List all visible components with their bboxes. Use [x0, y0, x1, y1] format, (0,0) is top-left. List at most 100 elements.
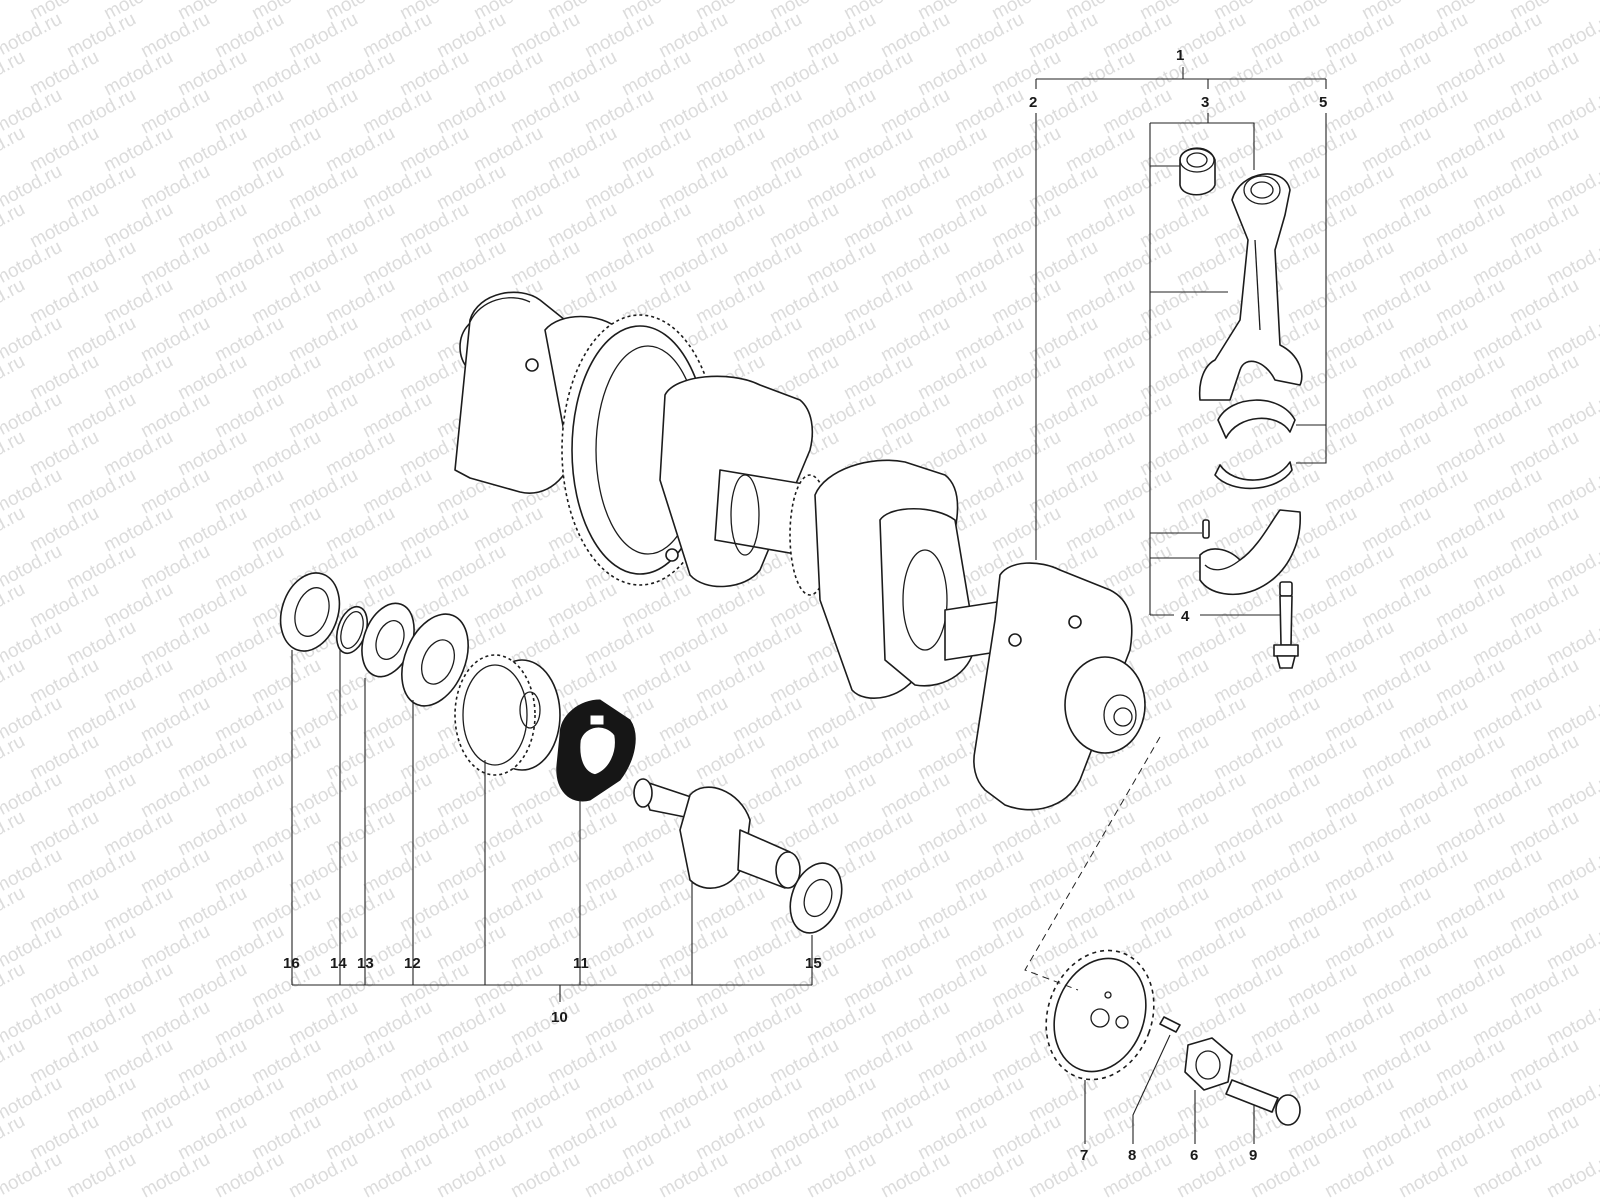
watermark-text: motod.ru: [1025, 9, 1101, 63]
watermark-text: motod.ru: [1506, 655, 1582, 709]
watermark-text: motod.ru: [1321, 465, 1397, 519]
watermark-text: motod.ru: [433, 237, 509, 291]
watermark-text: motod.ru: [988, 883, 1064, 937]
watermark-text: motod.ru: [507, 161, 583, 215]
watermark-text: motod.ru: [100, 47, 176, 101]
watermark-text: motod.ru: [1469, 769, 1545, 823]
watermark-text: motod.ru: [1432, 123, 1508, 177]
watermark-text: motod.ru: [1099, 465, 1175, 519]
watermark-text: motod.ru: [137, 1149, 213, 1200]
watermark-text: motod.ru: [0, 807, 29, 861]
watermark-text: motod.ru: [285, 769, 361, 823]
watermark-text: motod.ru: [1395, 997, 1471, 1051]
watermark-text: motod.ru: [1321, 1073, 1397, 1127]
watermark-text: motod.ru: [840, 123, 916, 177]
watermark-text: motod.ru: [26, 427, 102, 481]
watermark-text: motod.ru: [63, 997, 139, 1051]
watermark-text: motod.ru: [1173, 1149, 1249, 1200]
watermark-text: motod.ru: [1358, 123, 1434, 177]
watermark-text: motod.ru: [63, 541, 139, 595]
watermark-text: motod.ru: [729, 921, 805, 975]
watermark-text: motod.ru: [951, 465, 1027, 519]
callout-2: 2: [1029, 94, 1037, 111]
watermark-text: motod.ru: [174, 1035, 250, 1089]
watermark-text: motod.ru: [396, 503, 472, 557]
watermark-text: motod.ru: [1506, 275, 1582, 329]
watermark-text: motod.ru: [1173, 85, 1249, 139]
watermark-text: motod.ru: [1136, 883, 1212, 937]
watermark-text: motod.ru: [211, 769, 287, 823]
watermark-text: motod.ru: [26, 579, 102, 633]
watermark-text: motod.ru: [174, 199, 250, 253]
watermark-text: motod.ru: [1062, 883, 1138, 937]
watermark-text: motod.ru: [1284, 959, 1360, 1013]
watermark-text: motod.ru: [951, 845, 1027, 899]
watermark-text: motod.ru: [63, 1149, 139, 1200]
callout-13: 13: [357, 955, 374, 972]
watermark-text: motod.ru: [877, 9, 953, 63]
watermark-text: motod.ru: [211, 389, 287, 443]
watermark-text: motod.ru: [1395, 769, 1471, 823]
watermark-text: motod.ru: [1358, 503, 1434, 557]
watermark-text: motod.ru: [1247, 997, 1323, 1051]
callout-5: 5: [1319, 94, 1327, 111]
watermark-text: motod.ru: [211, 1073, 287, 1127]
callout-16: 16: [283, 955, 300, 972]
watermark-text: motod.ru: [1173, 693, 1249, 747]
watermark-text: motod.ru: [544, 47, 620, 101]
watermark-text: motod.ru: [1284, 275, 1360, 329]
watermark-text: motod.ru: [470, 503, 546, 557]
watermark-text: motod.ru: [470, 123, 546, 177]
watermark-text: motod.ru: [470, 579, 546, 633]
watermark-text: motod.ru: [174, 655, 250, 709]
watermark-text: motod.ru: [1321, 845, 1397, 899]
watermark-text: motod.ru: [1432, 351, 1508, 405]
watermark-text: motod.ru: [1395, 465, 1471, 519]
watermark-text: motod.ru: [174, 1111, 250, 1165]
watermark-text: motod.ru: [433, 921, 509, 975]
watermark-text: motod.ru: [914, 351, 990, 405]
watermark-text: motod.ru: [359, 85, 435, 139]
watermark-text: motod.ru: [692, 655, 768, 709]
watermark-text: motod.ru: [655, 237, 731, 291]
watermark-text: motod.ru: [840, 807, 916, 861]
watermark-text: motod.ru: [0, 351, 29, 405]
watermark-text: motod.ru: [1062, 807, 1138, 861]
watermark-text: motod.ru: [322, 351, 398, 405]
watermark-text: motod.ru: [840, 1035, 916, 1089]
watermark-text: motod.ru: [877, 85, 953, 139]
watermark-text: motod.ru: [26, 655, 102, 709]
watermark-text: motod.ru: [1506, 351, 1582, 405]
watermark-text: motod.ru: [1247, 845, 1323, 899]
watermark-text: motod.ru: [1099, 1073, 1175, 1127]
watermark-text: motod.ru: [248, 427, 324, 481]
watermark-text: motod.ru: [285, 313, 361, 367]
watermark-text: motod.ru: [1321, 85, 1397, 139]
callout-1: 1: [1176, 47, 1184, 64]
watermark-text: motod.ru: [470, 1035, 546, 1089]
watermark-text: motod.ru: [1469, 9, 1545, 63]
watermark-text: motod.ru: [1099, 161, 1175, 215]
watermark-text: motod.ru: [322, 427, 398, 481]
watermark-text: motod.ru: [0, 1035, 29, 1089]
watermark-text: motod.ru: [359, 237, 435, 291]
watermark-text: motod.ru: [581, 85, 657, 139]
watermark-text: motod.ru: [1173, 465, 1249, 519]
watermark-text: motod.ru: [1099, 769, 1175, 823]
watermark-text: motod.ru: [1099, 845, 1175, 899]
watermark-text: motod.ru: [100, 427, 176, 481]
watermark-text: motod.ru: [1395, 921, 1471, 975]
watermark-text: motod.ru: [803, 389, 879, 443]
callout-6: 6: [1190, 1147, 1198, 1164]
watermark-text: motod.ru: [914, 199, 990, 253]
callout-14: 14: [330, 955, 347, 972]
watermark-text: motod.ru: [63, 693, 139, 747]
watermark-text: motod.ru: [877, 389, 953, 443]
watermark-text: motod.ru: [840, 731, 916, 785]
watermark-text: motod.ru: [1099, 9, 1175, 63]
watermark-text: motod.ru: [396, 123, 472, 177]
watermark-text: motod.ru: [729, 161, 805, 215]
watermark-text: motod.ru: [63, 161, 139, 215]
watermark-text: motod.ru: [100, 959, 176, 1013]
watermark-text: motod.ru: [26, 807, 102, 861]
